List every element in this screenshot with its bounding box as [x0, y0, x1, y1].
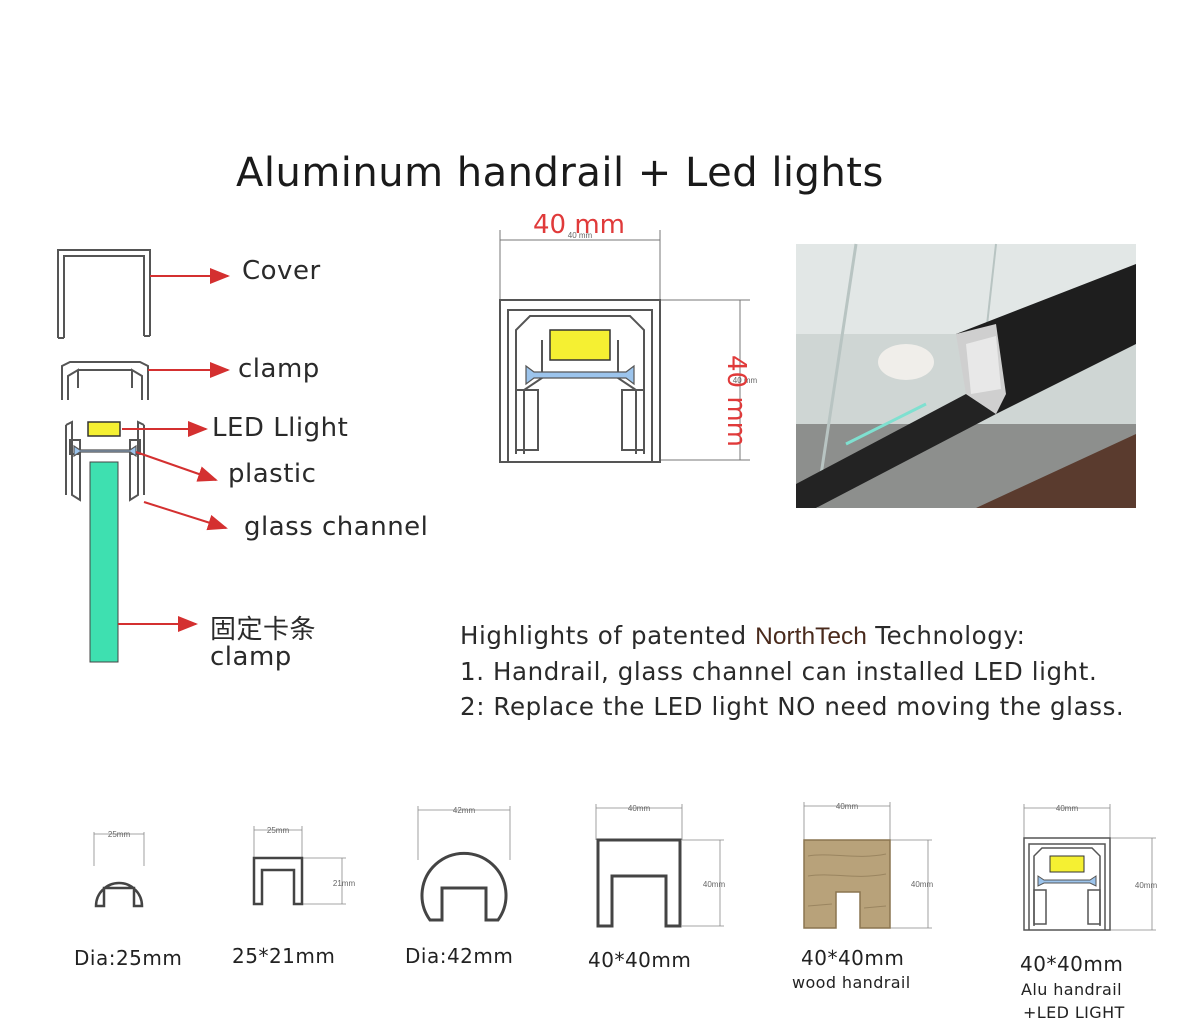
glass-panel — [89, 461, 119, 663]
caption-dia25: Dia:25mm — [74, 946, 183, 970]
caption-wood-40x40: 40*40mm — [801, 946, 905, 970]
led-strip — [87, 421, 121, 437]
label-glass-channel: glass channel — [244, 512, 429, 542]
highlights-block: Highlights of patented NorthTech Technol… — [460, 618, 1124, 724]
small-width-dim: 40 mm — [568, 231, 593, 240]
highlights-heading: Highlights of patented NorthTech Technol… — [460, 618, 1124, 654]
highlight-line-2: 2: Replace the LED light NO need moving … — [460, 692, 1125, 721]
dim-label-2: 21mm — [333, 879, 356, 888]
plastic-in-profile — [525, 364, 635, 386]
profile-wood-40x40: 40mm 40mm — [803, 802, 934, 929]
highlights-suffix: Technology: — [866, 621, 1026, 650]
plastic-part — [73, 444, 137, 458]
arrow-glass-channel — [143, 501, 228, 531]
glass-channel-part — [65, 420, 145, 502]
dim-label: 25mm — [108, 830, 131, 839]
dim-label-2: 40mm — [911, 880, 934, 889]
caption-alu-led-40x40: 40*40mm — [1020, 952, 1124, 976]
label-bottom-clamp-cn: 固定卡条 — [210, 615, 317, 645]
small-height-dim: 40 mm — [733, 376, 758, 385]
label-cover: Cover — [242, 256, 321, 286]
label-bottom-clamp-en: clamp — [210, 642, 292, 672]
exploded-view — [57, 249, 230, 663]
profile-outline — [499, 299, 661, 463]
label-plastic: plastic — [228, 459, 317, 489]
technical-drawing: 40 mm 40 mm — [499, 230, 758, 463]
height-label: 40 mm — [721, 354, 752, 448]
dim-label: 42mm — [453, 806, 476, 815]
profile-alu-led-40x40: 40mm 40mm — [1023, 804, 1158, 931]
label-led-light: LED Llight — [212, 413, 349, 443]
dim-label: 40mm — [836, 802, 859, 811]
profile-dia42: 42mm — [417, 806, 511, 922]
product-photo — [796, 243, 1136, 509]
label-clamp: clamp — [238, 354, 320, 384]
profile-40x40: 40mm 40mm — [595, 804, 726, 928]
dim-label: 40mm — [1056, 804, 1079, 813]
sub-alu-handrail: Alu handrail — [1021, 980, 1122, 999]
sub-wood-handrail: wood handrail — [792, 973, 911, 992]
brand-name: NorthTech — [755, 623, 867, 650]
width-label: 40 mm — [533, 210, 626, 240]
led-in-profile — [549, 329, 611, 361]
profile-dia25: 25mm — [93, 830, 145, 908]
profile-25x21: 25mm 21mm — [252, 826, 356, 906]
sub-led-light: +LED LIGHT — [1023, 1003, 1125, 1022]
cover-part — [57, 249, 151, 339]
dim-label-2: 40mm — [1135, 881, 1158, 890]
arrow-plastic — [135, 451, 218, 482]
caption-40x40: 40*40mm — [588, 948, 692, 972]
dim-label: 40mm — [628, 804, 651, 813]
highlight-line-1: 1. Handrail, glass channel can installed… — [460, 657, 1098, 686]
dim-label: 25mm — [267, 826, 290, 835]
dim-label-2: 40mm — [703, 880, 726, 889]
caption-25x21: 25*21mm — [232, 944, 336, 968]
clamp-part — [61, 361, 149, 400]
caption-dia42: Dia:42mm — [405, 944, 514, 968]
highlights-prefix: Highlights of patented — [460, 621, 756, 650]
page-title: Aluminum handrail + Led lights — [236, 150, 884, 196]
